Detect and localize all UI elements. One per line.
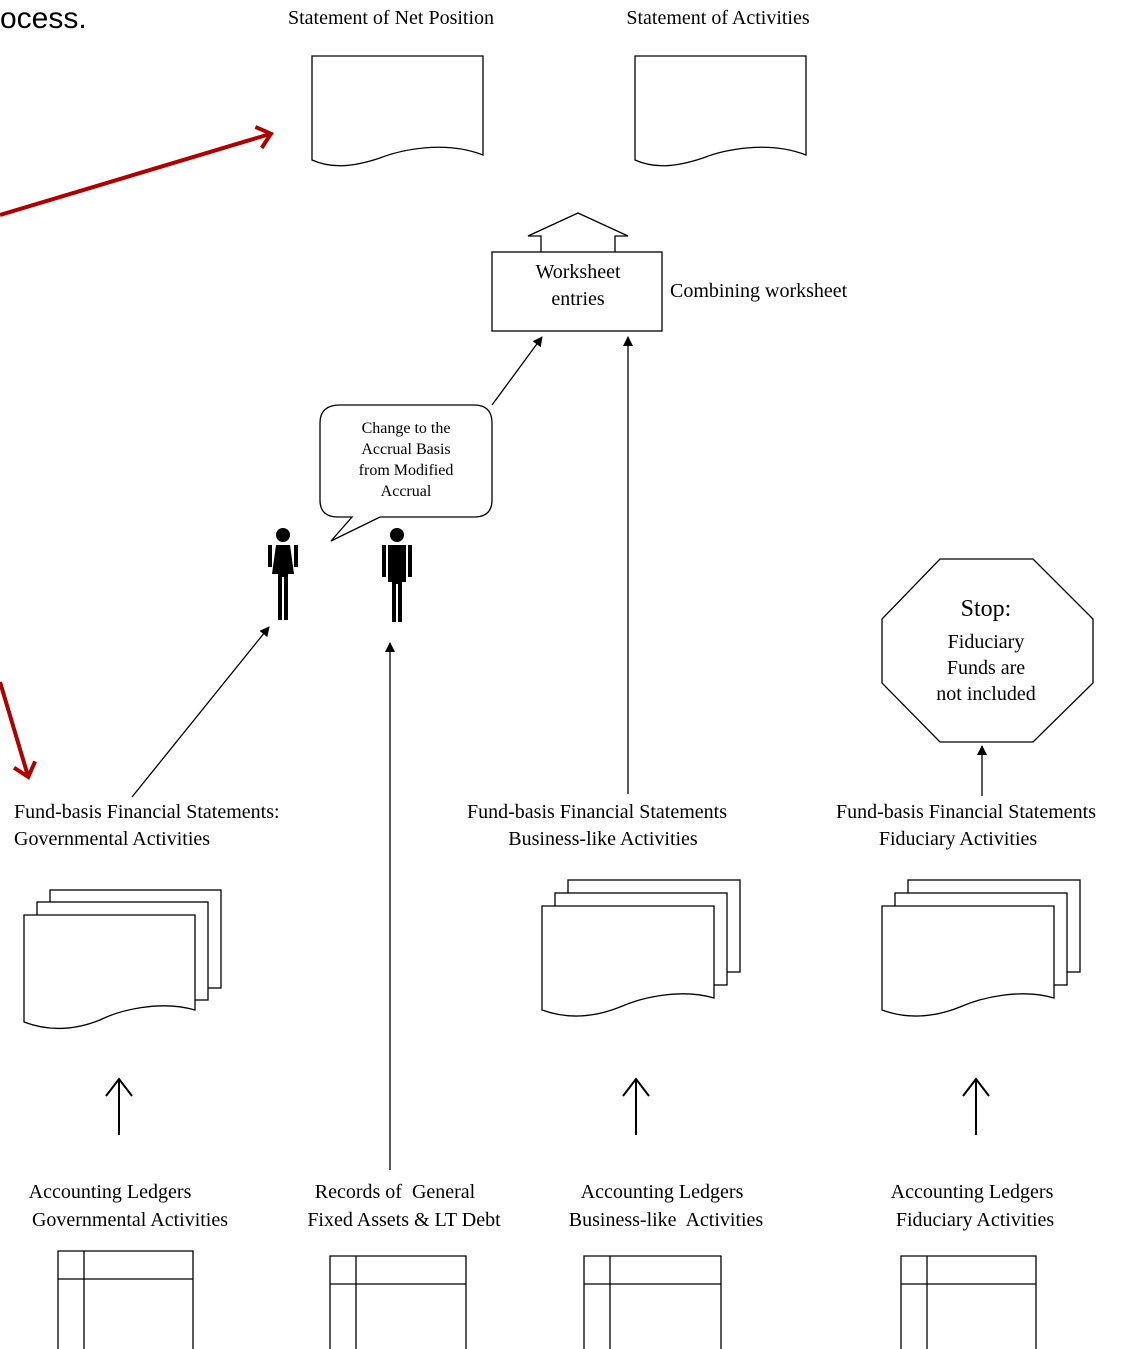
- ledger-fiduciary-line2: Fiduciary Activities: [896, 1209, 1055, 1231]
- stop-sign-line1: Stop:: [961, 596, 1012, 622]
- statement-net-position-document-icon: [311, 55, 484, 167]
- ledger-business-icon: [583, 1255, 722, 1349]
- ledger-business-line1: Accounting Ledgers: [581, 1181, 744, 1203]
- worksheet-entries-line2: entries: [551, 288, 605, 310]
- worksheet-entries-box: [491, 251, 663, 332]
- arrow-bubble-to-worksheet: [491, 336, 543, 406]
- male-figure-icon: [382, 528, 412, 622]
- red-arrow-to-statements: [0, 134, 270, 217]
- worksheet-entries-line1: Worksheet: [535, 261, 620, 283]
- speech-bubble-line4: Accrual: [381, 483, 432, 500]
- statement-activities-title: Statement of Activities: [626, 7, 810, 29]
- fiduciary-statements-stack-icon: [881, 879, 1081, 1017]
- block-arrow-up-icon: [527, 212, 629, 252]
- stop-sign-line3: Funds are: [947, 657, 1025, 679]
- ledger-fiduciary-line1: Accounting Ledgers: [891, 1181, 1054, 1203]
- header-fragment: ocess.: [0, 2, 87, 35]
- speech-bubble-line1: Change to the: [362, 420, 451, 437]
- up-arrow-icon: [962, 1077, 990, 1135]
- ledger-governmental-line2: Governmental Activities: [32, 1209, 228, 1231]
- red-arrow-to-governmental: [0, 681, 28, 776]
- fund-statements-business-line2: Business-like Activities: [508, 828, 698, 850]
- statement-net-position-title: Statement of Net Position: [288, 7, 494, 29]
- stop-sign-octagon: [881, 558, 1094, 743]
- up-arrow-icon: [622, 1077, 650, 1135]
- speech-bubble: [319, 404, 493, 542]
- governmental-statements-stack-icon: [23, 889, 222, 1030]
- ledger-fiduciary-icon: [900, 1255, 1037, 1349]
- ledger-governmental-line1: Accounting Ledgers: [29, 1181, 192, 1203]
- stop-sign-line4: not included: [936, 683, 1035, 705]
- fund-statements-business-line1: Fund-basis Financial Statements: [467, 801, 727, 823]
- ledger-business-line2: Business-like Activities: [569, 1209, 764, 1231]
- fund-statements-fiduciary-line1: Fund-basis Financial Statements: [836, 801, 1096, 823]
- arrow-governmental-to-woman: [131, 626, 270, 798]
- fund-statements-fiduciary-line2: Fiduciary Activities: [879, 828, 1038, 850]
- combining-worksheet-label: Combining worksheet: [670, 280, 848, 302]
- statement-activities-document-icon: [634, 55, 807, 167]
- speech-bubble-line3: from Modified: [359, 462, 454, 479]
- ledger-governmental-icon: [57, 1250, 194, 1349]
- business-statements-stack-icon: [541, 879, 741, 1017]
- ledger-general-icon: [329, 1255, 467, 1349]
- speech-bubble-line2: Accrual Basis: [361, 441, 450, 458]
- ledger-general-line1: Records of General: [315, 1181, 476, 1203]
- ledger-general-line2: Fixed Assets & LT Debt: [307, 1209, 501, 1231]
- fund-statements-governmental-line1: Fund-basis Financial Statements:: [14, 801, 280, 823]
- female-figure-icon: [268, 528, 298, 620]
- stop-sign-line2: Fiduciary: [948, 631, 1025, 653]
- up-arrow-icon: [105, 1077, 133, 1135]
- fund-statements-governmental-line2: Governmental Activities: [14, 828, 210, 850]
